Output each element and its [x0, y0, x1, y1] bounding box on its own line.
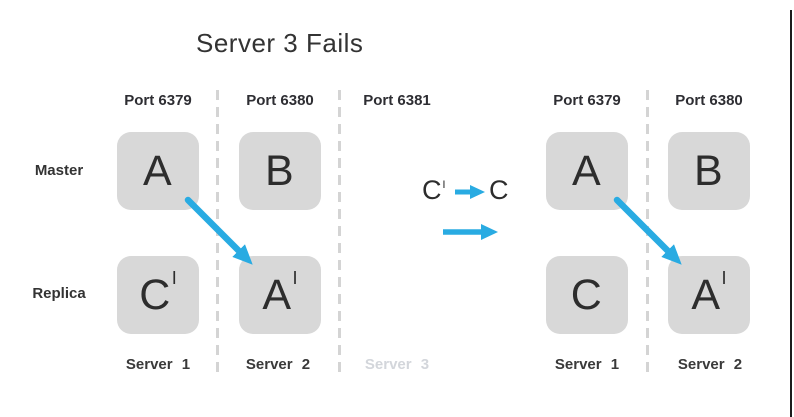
prime-mark: I — [171, 267, 177, 288]
right-server-1-label: Server 1 — [554, 356, 620, 373]
right-server-2-label: Server 2 — [677, 356, 743, 373]
left-server-3-label-failed: Server 3 — [364, 356, 430, 373]
node-letter: A — [691, 270, 721, 319]
right-port-6379-label: Port 6379 — [553, 92, 621, 109]
promotion-arrow-icon — [455, 185, 485, 199]
prime-mark: I — [721, 267, 727, 288]
left-server-1-label: Server 1 — [125, 356, 191, 373]
transition-from-label: CI — [422, 177, 446, 204]
node-letter: C — [139, 270, 171, 319]
right-port-6380-label: Port 6380 — [675, 92, 743, 109]
node-letter: B — [264, 146, 294, 195]
right-master-node-a: A — [546, 132, 628, 210]
left-port-6379-label: Port 6379 — [124, 92, 192, 109]
node-letter: C — [570, 270, 602, 319]
state-transition-arrow-icon — [443, 224, 498, 240]
right-edge-border-line — [790, 10, 792, 417]
right-replica-node-c: C — [546, 256, 628, 334]
diagram-title: Server 3 Fails — [196, 28, 364, 58]
replica-row-label: Replica — [32, 285, 86, 302]
node-letter: A — [262, 270, 292, 319]
node-letter: C — [489, 175, 509, 205]
replication-arrow-icon — [613, 196, 682, 265]
replication-arrow-icon — [184, 196, 253, 265]
right-master-node-b: B — [668, 132, 750, 210]
node-letter: A — [142, 146, 172, 195]
left-column-separator-2 — [338, 90, 341, 374]
node-letter: B — [693, 146, 723, 195]
left-master-node-b: B — [239, 132, 321, 210]
left-master-node-a: A — [117, 132, 199, 210]
left-server-2-label: Server 2 — [245, 356, 311, 373]
node-letter: A — [571, 146, 601, 195]
left-port-6380-label: Port 6380 — [246, 92, 314, 109]
master-row-label: Master — [34, 162, 84, 179]
prime-mark: I — [292, 267, 298, 288]
transition-to-label: C — [489, 177, 509, 204]
node-letter: C — [422, 175, 442, 205]
prime-mark: I — [442, 179, 446, 192]
left-port-6381-label: Port 6381 — [363, 92, 431, 109]
